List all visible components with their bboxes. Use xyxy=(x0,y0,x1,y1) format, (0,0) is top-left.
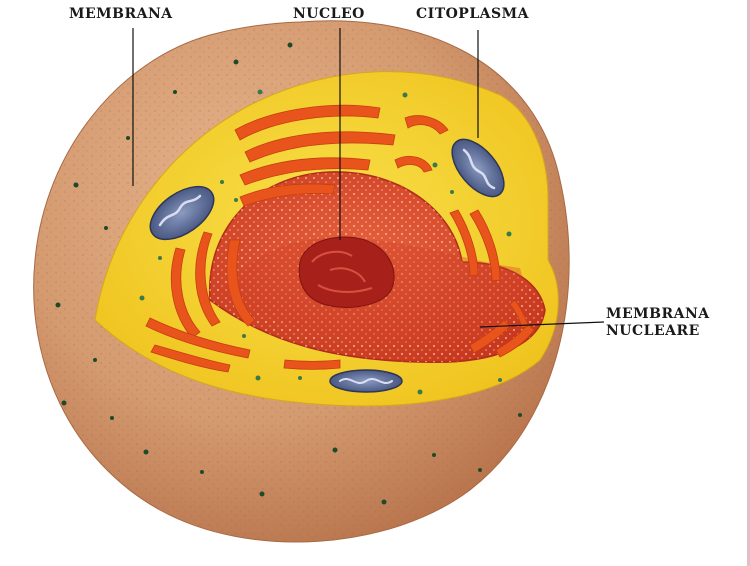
label-nucleo: NUCLEO xyxy=(293,6,365,23)
label-membrana: MEMBRANA xyxy=(69,6,173,23)
label-membrana-nucleare-line2: NUCLEARE xyxy=(606,323,710,340)
label-membrana-nucleare: MEMBRANA NUCLEARE xyxy=(606,306,710,340)
label-membrana-nucleare-line1: MEMBRANA xyxy=(606,306,710,323)
label-citoplasma: CITOPLASMA xyxy=(416,6,529,23)
mitochondrion-bottom xyxy=(330,370,402,392)
